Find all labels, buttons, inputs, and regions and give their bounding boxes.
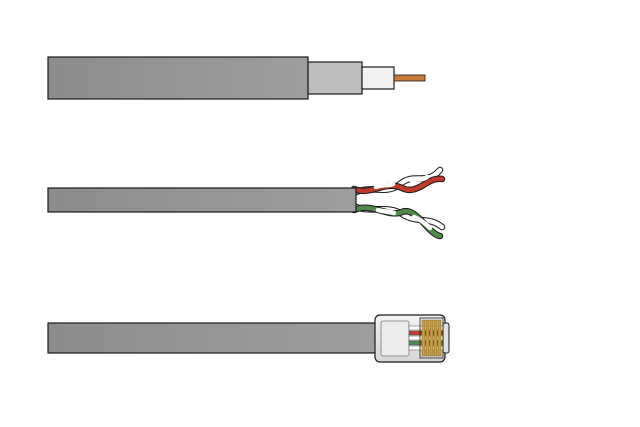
coax-center-conductor bbox=[393, 74, 426, 82]
coax-outer-jacket bbox=[47, 56, 309, 100]
coaxial-cable bbox=[47, 56, 426, 100]
twisted-pair-green bbox=[350, 202, 446, 240]
plug-boot bbox=[380, 320, 410, 357]
twisted-pair-red bbox=[350, 166, 446, 197]
coax-braid-shield bbox=[307, 61, 363, 95]
twisted-pair-cable bbox=[47, 166, 446, 240]
twisted-pair-jacket bbox=[47, 187, 357, 213]
modular-plug-cable bbox=[47, 314, 450, 363]
coax-dielectric bbox=[361, 66, 395, 90]
plug-front-tab bbox=[442, 322, 450, 354]
plug-gold-contacts bbox=[421, 319, 442, 357]
plug-contact-window bbox=[419, 317, 444, 359]
modular-plug-connector bbox=[374, 314, 450, 363]
plug-cable-jacket bbox=[47, 322, 379, 354]
